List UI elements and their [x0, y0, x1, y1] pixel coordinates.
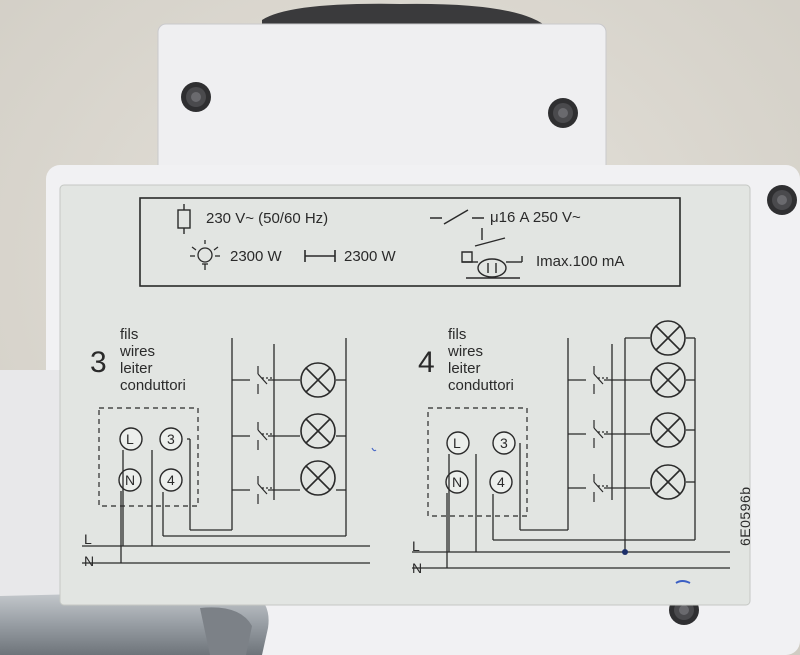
- right-terminal-label: 4: [497, 474, 505, 490]
- right-word-0: fils: [448, 326, 467, 343]
- left-N-label: N: [84, 553, 95, 569]
- left-wire-count: 3: [90, 346, 107, 379]
- left-word-1: wires: [120, 343, 156, 360]
- junction-dot: [622, 549, 628, 555]
- screw-icon: [767, 185, 797, 215]
- right-terminal-label: L: [453, 435, 461, 451]
- right-word-1: wires: [448, 343, 484, 360]
- left-terminal-label: L: [126, 431, 134, 447]
- label-sticker: [59, 184, 751, 606]
- imax-spec: Imax.100 mA: [536, 253, 625, 270]
- right-wiring: [412, 337, 730, 569]
- right-wire-count: 4: [418, 346, 435, 379]
- pen-mark: [675, 580, 691, 584]
- neon-pushbutton-icon: [461, 228, 523, 279]
- right-L-label: L: [412, 538, 420, 554]
- left-terminal-box: [98, 407, 199, 507]
- contact-spec: μ16 A 250 V~: [490, 209, 581, 226]
- screw-icon: [181, 82, 211, 112]
- right-N-label: N: [412, 560, 423, 576]
- left-terminal-label: N: [125, 472, 136, 488]
- coil-icon: [177, 204, 191, 234]
- left-terminal-label: 3: [167, 431, 175, 447]
- upper-housing: [157, 23, 607, 175]
- left-shoulder: [0, 370, 60, 620]
- left-wiring: [82, 338, 370, 564]
- right-terminal-box: [427, 407, 528, 517]
- left-L-label: L: [84, 531, 92, 547]
- left-word-2: leiter: [120, 360, 153, 377]
- din-rail: [0, 590, 269, 655]
- right-terminal-label: N: [452, 474, 463, 490]
- right-word-3: conduttori: [448, 377, 514, 394]
- fluorescent-icon: [304, 250, 336, 262]
- lamp-spec: 2300 W: [230, 248, 282, 265]
- contact-icon: [430, 209, 484, 225]
- fluorescent-spec: 2300 W: [344, 248, 396, 265]
- part-code: 6E0596b: [737, 486, 753, 546]
- right-terminal-label: 3: [500, 435, 508, 451]
- left-terminal-label: 4: [167, 472, 175, 488]
- left-word-3: conduttori: [120, 377, 186, 394]
- pen-mark: [371, 447, 377, 452]
- bulb-icon: [190, 240, 220, 270]
- screw-icon: [548, 98, 578, 128]
- right-word-2: leiter: [448, 360, 481, 377]
- coil-spec: 230 V~ (50/60 Hz): [206, 210, 329, 227]
- left-word-0: fils: [120, 326, 139, 343]
- spec-box: [139, 197, 681, 287]
